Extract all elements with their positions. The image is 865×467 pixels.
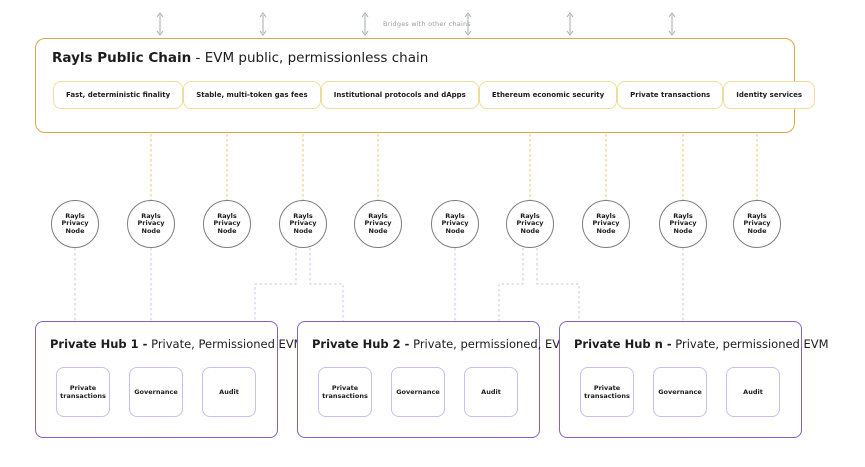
- privacy-node-circle: Rayls Privacy Node: [279, 200, 327, 248]
- hub-title-rest: Private, permissioned EVM: [671, 337, 829, 351]
- privacy-node-circle: Rayls Privacy Node: [354, 200, 402, 248]
- privacy-node-circle: Rayls Privacy Node: [582, 200, 630, 248]
- public-chain-title: Rayls Public Chain - EVM public, permiss…: [52, 50, 428, 66]
- privacy-node-label: Rayls Privacy Node: [592, 211, 620, 235]
- privacy-node-label: Rayls Privacy Node: [289, 211, 317, 235]
- privacy-node-circle: Rayls Privacy Node: [506, 200, 554, 248]
- hub-title: Private Hub 1 - Private, Permissioned EV…: [50, 337, 304, 351]
- privacy-node-label: Rayls Privacy Node: [743, 211, 771, 235]
- hub-chip: Private transactions: [56, 367, 110, 417]
- hub-chip: Private transactions: [318, 367, 372, 417]
- hub-chip: Audit: [202, 367, 256, 417]
- double-vertical-arrow-icon: [155, 11, 165, 37]
- privacy-node-label: Rayls Privacy Node: [364, 211, 392, 235]
- double-vertical-arrow-icon: [258, 11, 268, 37]
- hub-title-rest: Private, Permissioned EVM: [147, 337, 304, 351]
- hub-chip: Audit: [726, 367, 780, 417]
- hub-chip: Audit: [464, 367, 518, 417]
- hub-chip: Governance: [653, 367, 707, 417]
- public-chain-title-rest: - EVM public, permissionless chain: [191, 50, 429, 66]
- privacy-node-circle: Rayls Privacy Node: [733, 200, 781, 248]
- double-vertical-arrow-icon: [463, 11, 473, 37]
- hub-chip: Governance: [129, 367, 183, 417]
- feature-chip: Fast, deterministic finality: [53, 81, 184, 109]
- hub-title-bold: Private Hub 2 -: [312, 337, 410, 351]
- feature-chip: Institutional protocols and dApps: [320, 81, 479, 109]
- feature-chip: Identity services: [723, 81, 816, 109]
- private-hub-box: Private Hub 2 - Private, permissioned, E…: [297, 321, 570, 438]
- hub-title: Private Hub 2 - Private, permissioned, E…: [312, 337, 570, 351]
- hub-chips-row: Private transactions Governance Audit: [56, 367, 256, 417]
- private-hub-box: Private Hub 1 - Private, Permissioned EV…: [35, 321, 304, 438]
- private-hub-box: Private Hub n - Private, permissioned EV…: [559, 321, 829, 438]
- privacy-node-label: Rayls Privacy Node: [137, 211, 165, 235]
- hub-chips-row: Private transactions Governance Audit: [318, 367, 518, 417]
- privacy-node-circle: Rayls Privacy Node: [431, 200, 479, 248]
- privacy-node-label: Rayls Privacy Node: [441, 211, 469, 235]
- privacy-node-circle: Rayls Privacy Node: [659, 200, 707, 248]
- privacy-node-circle: Rayls Privacy Node: [127, 200, 175, 248]
- hub-title-bold: Private Hub n -: [574, 337, 672, 351]
- hub-title-rest: Private, permissioned, EVM: [409, 337, 571, 351]
- feature-chip: Stable, multi-token gas fees: [183, 81, 321, 109]
- hub-chip: Governance: [391, 367, 445, 417]
- privacy-node-label: Rayls Privacy Node: [516, 211, 544, 235]
- hub-chip: Private transactions: [580, 367, 634, 417]
- privacy-node-label: Rayls Privacy Node: [61, 211, 89, 235]
- double-vertical-arrow-icon: [360, 11, 370, 37]
- feature-chip: Private transactions: [617, 81, 724, 109]
- privacy-node-circle: Rayls Privacy Node: [203, 200, 251, 248]
- double-vertical-arrow-icon: [565, 11, 575, 37]
- privacy-node-label: Rayls Privacy Node: [213, 211, 241, 235]
- feature-chip: Ethereum economic security: [478, 81, 618, 109]
- public-chain-title-bold: Rayls Public Chain: [52, 50, 192, 66]
- bridges-label: Bridges with other chains: [383, 20, 471, 28]
- hub-chips-row: Private transactions Governance Audit: [580, 367, 780, 417]
- privacy-node-circle: Rayls Privacy Node: [51, 200, 99, 248]
- privacy-node-label: Rayls Privacy Node: [669, 211, 697, 235]
- hub-title: Private Hub n - Private, permissioned EV…: [574, 337, 829, 351]
- public-chain-box: Rayls Public Chain - EVM public, permiss…: [35, 38, 816, 133]
- hub-title-bold: Private Hub 1 -: [50, 337, 148, 351]
- double-vertical-arrow-icon: [667, 11, 677, 37]
